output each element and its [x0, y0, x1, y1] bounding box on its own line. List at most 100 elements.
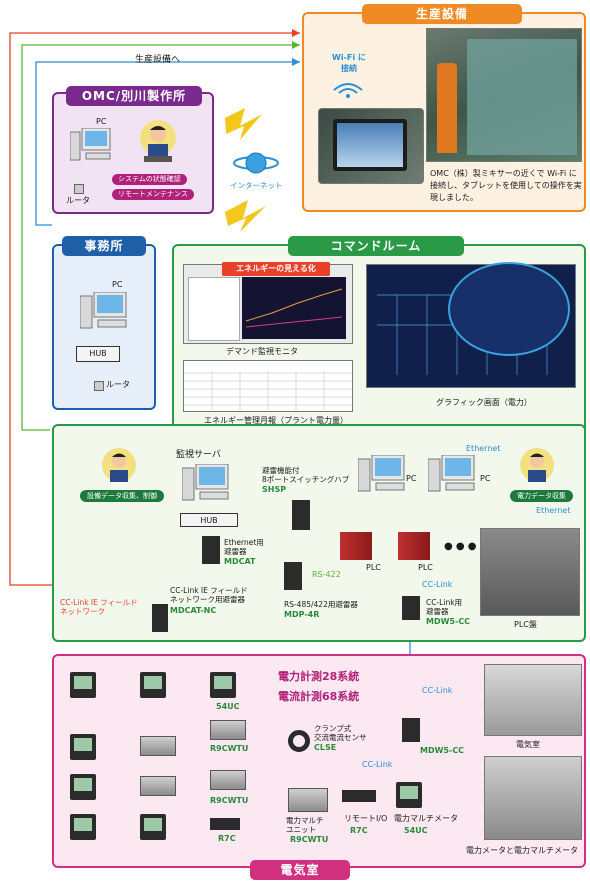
energy-banner: エネルギーの見える化 — [222, 262, 330, 276]
internet-label: インターネット — [230, 181, 283, 190]
mdw5-electric-device — [402, 718, 420, 742]
cclink-field-label: CC-Link IE フィールド ネットワーク — [60, 598, 138, 616]
electric-room-photo — [484, 664, 582, 736]
headline-power: 電力計測28系統 — [278, 670, 360, 683]
remote-io-device — [342, 790, 376, 802]
office-hub: HUB — [76, 346, 120, 362]
meter-3 — [70, 774, 96, 800]
model-r9cwtu-1: R9CWTU — [210, 744, 249, 753]
meter-54uc-right — [396, 782, 422, 808]
office-router-label: ルータ — [106, 380, 130, 389]
tablet-photo — [318, 108, 424, 184]
multi-unit-1 — [140, 736, 176, 756]
omc-engineer-icon — [138, 118, 178, 170]
operator-right-icon — [518, 446, 556, 490]
remote-desc: リモートI/O — [344, 814, 388, 823]
eth-arrester-model: MDCAT — [224, 557, 256, 566]
meter-2 — [70, 734, 96, 760]
meter-5 — [140, 672, 166, 698]
production-arrow-label: 生産設備へ — [135, 55, 181, 65]
cclink-label: CC-Link — [422, 580, 453, 589]
meter-54uc — [210, 672, 236, 698]
meter-panel-caption: 電力メータと電力マルチメータ — [466, 846, 578, 855]
pc-label-1: PC — [406, 474, 417, 483]
r7c-device — [210, 818, 240, 830]
plc-device-2 — [398, 532, 430, 560]
pill-power-data: 電力データ収集 — [510, 490, 573, 502]
plc-label-1: PLC — [366, 563, 381, 572]
demand-caption: デマンド監視モニタ — [226, 347, 298, 356]
omc-pill-maintenance: リモートメンテナンス — [112, 189, 194, 200]
more-plcs-dots: ● ● ● — [444, 541, 477, 552]
plc-label-2: PLC — [418, 563, 433, 572]
energy-report-screenshot — [183, 360, 353, 412]
internet-globe-icon — [232, 148, 280, 178]
switch-device — [292, 500, 310, 530]
multi-unit-r9cwtu-1 — [210, 720, 246, 740]
command-title: コマンドルーム — [288, 236, 464, 256]
operator-left-icon — [100, 446, 138, 490]
mixer-photo — [426, 28, 582, 162]
model-54uc: 54UC — [216, 702, 240, 711]
production-description: OMC（株）製ミキサーの近くで Wi-Fi に接続し、タブレットを使用しての操作… — [430, 169, 582, 202]
clamp-sensor-icon — [288, 730, 310, 752]
plc-panel-caption: PLC盤 — [514, 620, 537, 629]
clamp-model: CLSE — [314, 743, 337, 752]
mdcat-nc-device — [152, 604, 168, 632]
switch-model: SHSP — [262, 485, 287, 494]
report-caption: エネルギー管理月報（プラント電力量） — [204, 416, 348, 425]
ethernet-label-2: Ethernet — [536, 506, 571, 515]
mdp-device — [284, 562, 302, 590]
production-title: 生産設備 — [362, 4, 522, 24]
demand-monitor-screenshot — [183, 264, 353, 344]
meter-6 — [140, 814, 166, 840]
pc-label-2: PC — [480, 474, 491, 483]
multi-desc: 電力マルチ ユニット — [286, 816, 324, 834]
multi-unit-r9cwtu-2 — [210, 770, 246, 790]
office-pc-label: PC — [112, 280, 123, 289]
multi-model: R9CWTU — [290, 835, 329, 844]
meter-4 — [70, 814, 96, 840]
electric-room-caption: 電気室 — [516, 740, 540, 749]
command-hub: HUB — [180, 513, 238, 527]
ethernet-label-1: Ethernet — [466, 444, 501, 453]
electric-title: 電気室 — [250, 860, 350, 880]
office-pc-icon — [79, 291, 127, 329]
server-pc-icon — [181, 463, 229, 501]
office-router-icon — [94, 381, 104, 391]
plc-panel-photo — [480, 528, 580, 616]
clamp-desc: クランプ式 交流電流センサ — [314, 724, 367, 742]
meter-desc: 電力マルチメータ — [394, 814, 458, 823]
mdcat-device — [202, 536, 220, 564]
omc-pc-label: PC — [96, 117, 107, 126]
server-label: 監視サーバ — [176, 450, 221, 460]
cclink-arrester-desc: CC-Link用 避雷器 — [426, 598, 463, 616]
meter-1 — [70, 672, 96, 698]
plc-device-1 — [340, 532, 372, 560]
model-r9cwtu-2: R9CWTU — [210, 796, 249, 805]
switch-desc: 避雷機能付 8ポートスイッチングハブ — [262, 466, 350, 484]
model-r7c: R7C — [218, 834, 236, 843]
rs485-model: MDP-4R — [284, 610, 320, 619]
plc-pc-1-icon — [357, 454, 405, 492]
omc-router-icon — [74, 184, 84, 194]
mdw5-device — [402, 596, 420, 620]
meter-model: 54UC — [404, 826, 428, 835]
omc-pill-status: システムの状態確認 — [112, 174, 187, 185]
cclink-label-electric-1: CC-Link — [362, 760, 393, 769]
mdw-model-electric: MDW5-CC — [420, 746, 465, 755]
multi-unit-2 — [140, 776, 176, 796]
pill-data-collection: 設備データ収集、制御 — [80, 490, 164, 502]
rs422-label: RS-422 — [312, 570, 341, 579]
cclink-field-desc: CC-Link IE フィールド ネットワーク用避雷器 — [170, 586, 248, 604]
office-title: 事務所 — [62, 236, 146, 256]
cclink-arrester-model: MDW5-CC — [426, 617, 471, 626]
meter-panel-photo — [484, 756, 582, 840]
omc-pc-icon — [69, 127, 112, 162]
wifi-label: Wi-Fi に 接続 — [332, 53, 366, 73]
omc-title: OMC/別川製作所 — [66, 86, 202, 106]
headline-current: 電流計測68系統 — [278, 690, 360, 703]
multi-unit-device — [288, 788, 328, 812]
cclink-field-model: MDCAT-NC — [170, 606, 217, 615]
rs485-desc: RS-485/422用避雷器 — [284, 600, 358, 609]
